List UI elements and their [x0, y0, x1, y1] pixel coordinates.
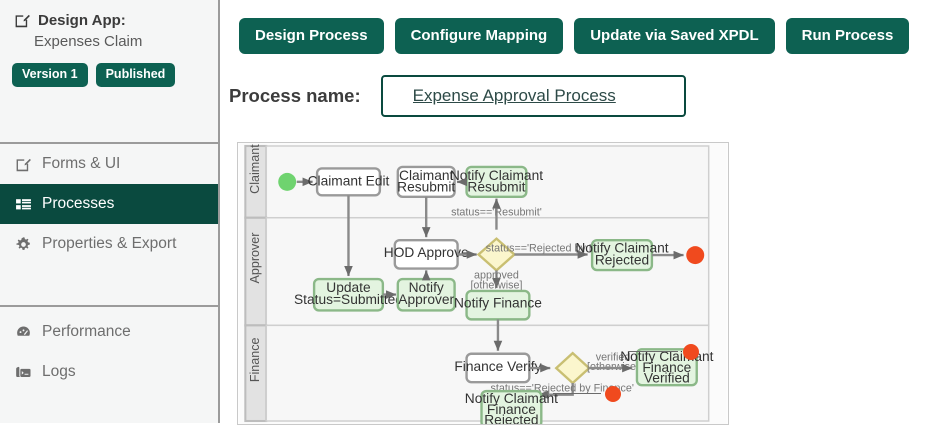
edge-label-approved-otherwise-line1: approved — [474, 270, 519, 282]
sidebar-item-logs[interactable]: Logs — [0, 352, 218, 392]
sidebar-divider-bottom — [0, 305, 218, 307]
node-label-line1: Notify Claimant — [575, 240, 668, 255]
node-label-line2: Resubmit — [397, 180, 455, 195]
list-rows-icon — [14, 195, 33, 214]
sidebar-item-properties-export[interactable]: Properties & Export — [0, 224, 218, 264]
gauge-icon — [14, 323, 33, 342]
node-notify-claimant-rejected[interactable]: Notify Claimant Rejected — [575, 238, 669, 272]
badge-group: Version 1 Published — [0, 51, 218, 87]
edge-label-resubmit: status=='Resubmit' — [451, 206, 542, 218]
node-label-line1: Claimant — [399, 168, 453, 183]
process-name-field-wrapper[interactable] — [380, 75, 686, 117]
node-label-line1: Notify — [409, 280, 444, 295]
node-claimant-edit[interactable]: Claimant Edit — [308, 167, 390, 197]
process-diagram-canvas[interactable]: Claimant Approver Finance — [237, 142, 729, 425]
node-hod-approve[interactable]: HOD Approve — [384, 238, 469, 270]
node-label-line2: Status=Submitted — [294, 292, 403, 307]
lane-label: Approver — [248, 233, 262, 284]
sidebar-item-performance[interactable]: Performance — [0, 312, 218, 352]
node-label: Notify Finance — [454, 296, 542, 311]
edge-label-approved-otherwise-line2: [otherwise] — [470, 279, 522, 291]
edge-label-verified-line1: verified — [596, 352, 631, 364]
node-label-line2: Approver — [398, 292, 454, 307]
node-label-line3: Rejected — [484, 413, 538, 424]
sidebar-item-processes[interactable]: Processes — [0, 184, 218, 224]
log-terminal-icon — [14, 363, 33, 382]
process-name-row: Process name: — [220, 54, 927, 117]
gear-icon — [14, 235, 33, 254]
node-label-line1: Notify Claimant — [450, 168, 543, 183]
flow-gateway-to-notify-finance-rejected — [538, 383, 574, 400]
node-label-line1: Update — [326, 280, 371, 295]
node-label: HOD Approve — [384, 245, 469, 260]
node-notify-finance[interactable]: Notify Finance — [454, 289, 542, 321]
node-update-status-submitted[interactable]: Update Status=Submitted — [294, 277, 403, 312]
process-toolbar: Design Process Configure Mapping Update … — [220, 0, 927, 54]
pencil-square-icon — [14, 155, 33, 174]
design-app-title: Design App: — [0, 11, 218, 30]
sidebar-item-label: Logs — [42, 363, 76, 380]
app-name: Expenses Claim — [34, 33, 143, 50]
sidebar-item-forms-ui[interactable]: Forms & UI — [0, 144, 218, 184]
node-label-line3: Verified — [644, 371, 690, 386]
sidebar-item-label: Performance — [42, 323, 131, 340]
sidebar-item-label: Processes — [42, 195, 115, 212]
node-notify-claimant-resubmit[interactable]: Notify Claimant Resubmit — [450, 165, 543, 199]
sidebar-header: Design App: Expenses Claim Version 1 Pub… — [0, 0, 218, 87]
design-app-title-text: Design App: — [38, 12, 126, 29]
node-finance-verify[interactable]: Finance Verify — [454, 352, 542, 384]
version-badge: Version 1 — [12, 63, 88, 87]
node-label-line2: Finance — [487, 402, 536, 417]
node-notify-claimant-finance-rejected[interactable]: Notify Claimant Finance Rejected — [465, 389, 558, 424]
bpmn-svg[interactable]: Claimant Approver Finance — [238, 143, 728, 424]
sidebar: Design App: Expenses Claim Version 1 Pub… — [0, 0, 220, 423]
start-event[interactable] — [278, 172, 297, 191]
lane-label: Finance — [248, 337, 262, 382]
sidebar-item-label: Forms & UI — [42, 155, 121, 172]
sidebar-item-label: Properties & Export — [42, 235, 177, 252]
sidebar-divider-top — [0, 142, 218, 144]
sidebar-nav-primary: Forms & UI Processes — [0, 144, 218, 264]
node-label: Claimant Edit — [308, 173, 390, 188]
end-event-hod-rejected[interactable] — [686, 246, 705, 265]
end-event-finance-rejected[interactable] — [605, 386, 621, 402]
node-claimant-resubmit[interactable]: Claimant Resubmit — [396, 165, 456, 199]
node-label-line2: Finance — [642, 360, 691, 375]
node-label: Finance Verify — [454, 359, 541, 374]
published-badge: Published — [95, 63, 176, 87]
lane-label: Claimant — [248, 144, 262, 194]
pencil-square-icon — [13, 11, 32, 30]
process-name-input[interactable] — [394, 86, 672, 106]
node-label-line2: Resubmit — [467, 180, 525, 195]
main-content: Design Process Configure Mapping Update … — [220, 0, 927, 425]
node-label-line1: Notify Claimant — [465, 391, 558, 406]
sidebar-nav-secondary: Performance Logs — [0, 312, 218, 392]
node-label-line2: Rejected — [595, 252, 649, 267]
update-via-saved-xpdl-button[interactable]: Update via Saved XPDL — [574, 18, 775, 54]
configure-mapping-button[interactable]: Configure Mapping — [394, 18, 564, 54]
design-process-button[interactable]: Design Process — [239, 18, 384, 54]
run-process-button[interactable]: Run Process — [785, 18, 910, 54]
node-notify-approver[interactable]: Notify Approver — [396, 277, 456, 312]
end-event-finance-verified[interactable] — [683, 344, 699, 360]
flow-notify-verified-to-end — [628, 351, 678, 352]
process-name-label: Process name: — [229, 85, 361, 106]
flow-notify-finance-rejected-to-end — [553, 393, 601, 394]
